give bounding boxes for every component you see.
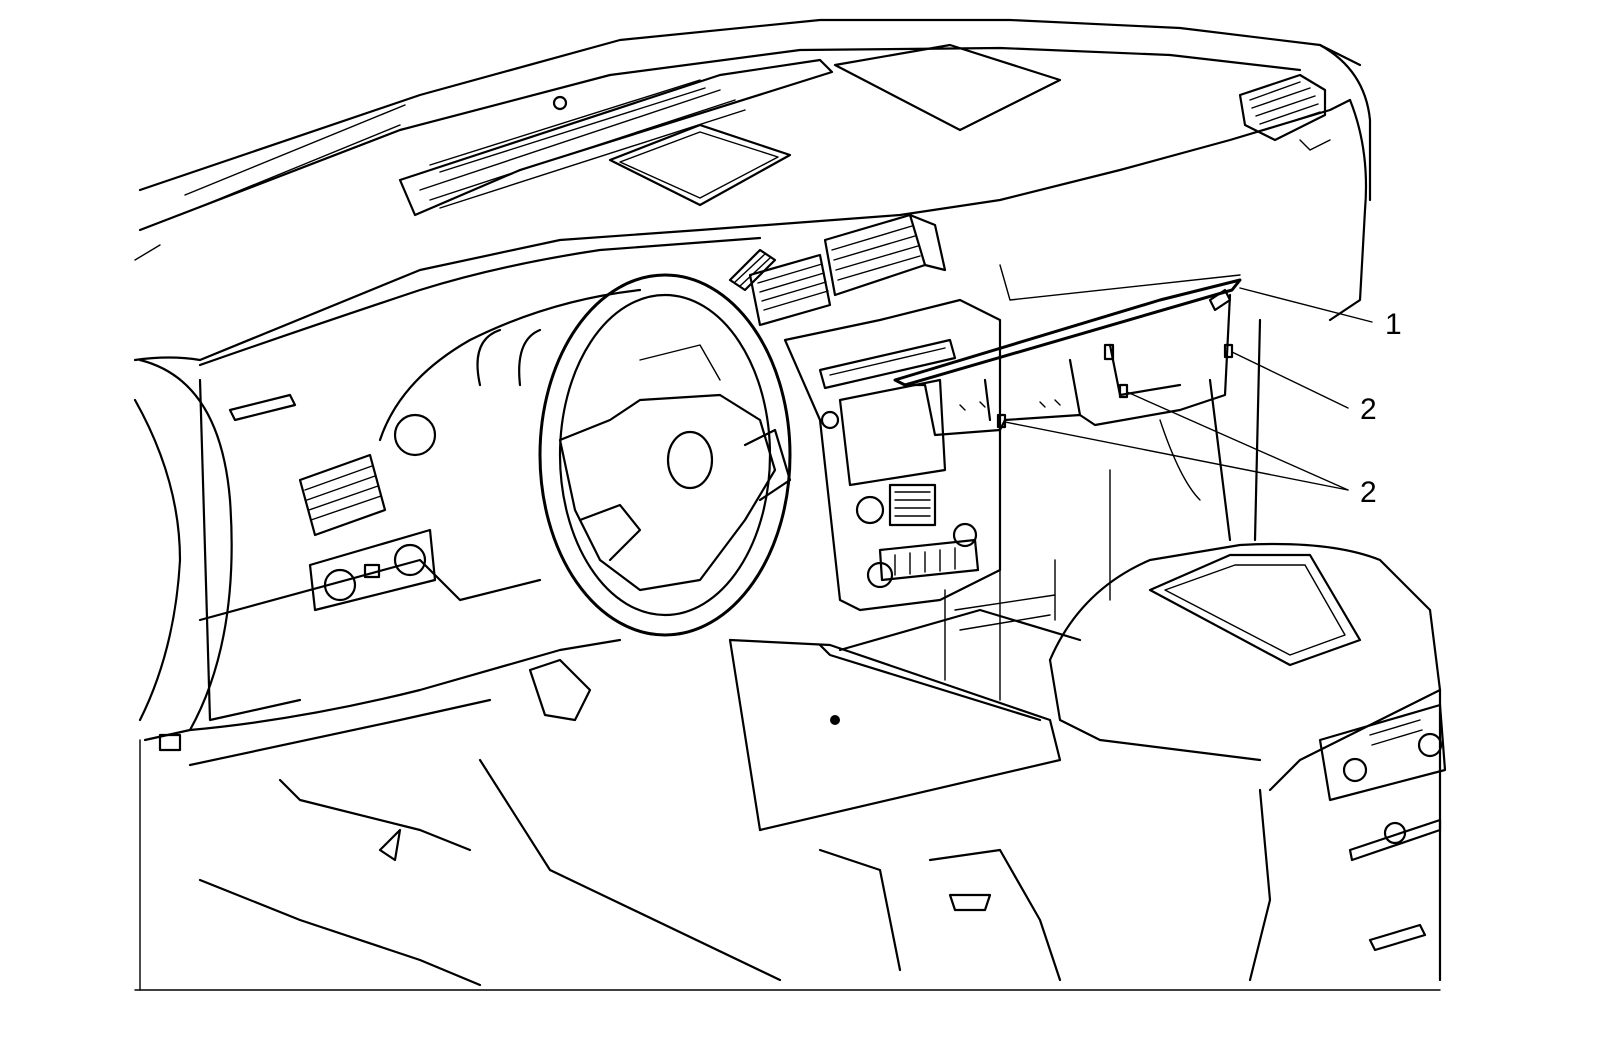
- leader-line-2b: [1004, 421, 1349, 491]
- dash-speaker-center: [608, 123, 792, 207]
- left-side-panel: [133, 358, 302, 991]
- leader-line-1: [1239, 287, 1373, 323]
- turn-signal-stalk: [728, 248, 777, 292]
- callout-label-2-upper: 2: [1360, 393, 1377, 426]
- left-outboard-vent: [228, 393, 387, 537]
- center-vent-right: [823, 213, 947, 297]
- storage-compartment: [893, 278, 1242, 437]
- leader-lines: [1004, 287, 1373, 491]
- dash-top: [133, 43, 1372, 367]
- right-outboard-vent: [1238, 73, 1331, 151]
- lower-dash: [188, 558, 622, 767]
- center-vent-left: [748, 253, 832, 327]
- callout-label-2-lower: 2: [1360, 476, 1377, 509]
- floor-console: [728, 469, 1111, 832]
- callout-label-1: 1: [1385, 308, 1402, 341]
- instrument-cluster: [378, 288, 642, 457]
- floor-and-seats: [198, 658, 1272, 987]
- windshield-edge: [134, 18, 1362, 261]
- headlamp-switch-panel: [308, 528, 437, 612]
- console-armrest: [1048, 542, 1442, 792]
- leader-line-2c: [1126, 391, 1349, 491]
- center-stack: [783, 298, 1002, 612]
- right-side-panel: [1159, 318, 1442, 982]
- steering-wheel: [538, 273, 792, 637]
- dash-speaker-right: [833, 43, 1062, 132]
- leader-line-2a: [1231, 351, 1349, 409]
- dash-sensor: [552, 95, 568, 111]
